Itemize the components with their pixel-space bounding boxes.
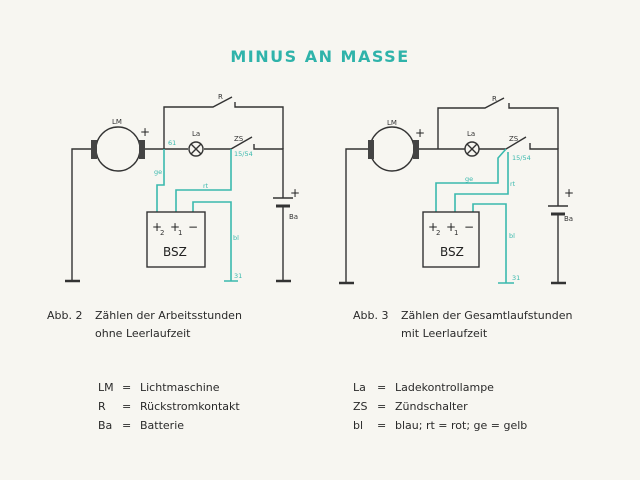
caption-number: Abb. 3 [353, 309, 389, 322]
label-la: La [192, 130, 200, 138]
label-rt: rt [510, 180, 516, 188]
legend-eq: = [377, 400, 387, 413]
terminal-minus: − [188, 220, 198, 234]
label-15-54: 15/54 [512, 154, 531, 162]
terminal-plus1: + [446, 220, 456, 234]
label-r: R [218, 93, 223, 101]
label-bl: bl [233, 234, 239, 242]
legend-eq: = [377, 381, 387, 394]
label-la: La [467, 130, 475, 138]
legend-meaning: Ladekontrollampe [395, 381, 494, 394]
label-bsz: BSZ [440, 245, 464, 259]
legend-abbr: bl [353, 419, 364, 432]
caption-line1: Zählen der Gesamtlaufstunden [401, 309, 573, 322]
page-title: MINUS AN MASSE [230, 47, 410, 66]
label-61: 61 [168, 139, 176, 147]
lamp-la [464, 141, 480, 157]
bsz-box [146, 211, 206, 268]
legend-eq: = [122, 419, 132, 432]
label-plus-lm: + [140, 125, 150, 139]
terminal-plus1: + [170, 220, 180, 234]
legend-abbr: LM [98, 381, 114, 394]
caption-line1: Zählen der Arbeitsstunden [95, 309, 242, 322]
legend-eq: = [122, 381, 132, 394]
label-31: 31 [512, 274, 520, 282]
caption-line2: mit Leerlaufzeit [401, 327, 488, 340]
label-lm: LM [387, 119, 397, 127]
legend-meaning: Rückstromkontakt [140, 400, 240, 413]
legend-meaning: Zündschalter [395, 400, 468, 413]
legend-abbr: R [98, 400, 106, 413]
label-plus-ba: + [564, 186, 574, 200]
caption-number: Abb. 2 [47, 309, 83, 322]
label-zs: ZS [234, 135, 244, 143]
label-ba: Ba [564, 215, 573, 223]
legend-meaning: blau; rt = rot; ge = gelb [395, 419, 528, 432]
terminal-plus2: + [152, 220, 162, 234]
label-plus-lm: + [415, 126, 425, 140]
legend-abbr: Ba [98, 419, 113, 432]
label-15-54: 15/54 [234, 150, 253, 158]
terminal-plus2-sub: 2 [160, 229, 164, 237]
label-lm: LM [112, 118, 122, 126]
label-ge: ge [154, 168, 162, 176]
legend-abbr: La [353, 381, 366, 394]
caption-line2: ohne Leerlaufzeit [95, 327, 191, 340]
terminal-minus: − [464, 220, 474, 234]
legend-meaning: Lichtmaschine [140, 381, 220, 394]
terminal-plus2-sub: 2 [436, 229, 440, 237]
label-31: 31 [234, 272, 242, 280]
label-bsz: BSZ [163, 245, 187, 259]
battery-ba [548, 205, 568, 216]
generator-lm [368, 126, 419, 172]
bsz-box [422, 211, 480, 268]
label-r: R [492, 95, 497, 103]
label-rt: rt [203, 182, 209, 190]
legend-meaning: Batterie [140, 419, 185, 432]
terminal-plus2: + [428, 220, 438, 234]
terminal-plus1-sub: 1 [454, 229, 458, 237]
generator-lm [91, 126, 145, 172]
label-ge: ge [465, 175, 473, 183]
legend-eq: = [377, 419, 387, 432]
label-bl: bl [509, 232, 515, 240]
label-zs: ZS [509, 135, 519, 143]
label-plus-ba: + [290, 186, 300, 200]
battery-ba [273, 197, 293, 208]
colored-wires [156, 149, 238, 282]
colored-wires [435, 148, 514, 284]
lamp-la [188, 141, 204, 157]
label-ba: Ba [289, 213, 298, 221]
legend-abbr: ZS [353, 400, 368, 413]
terminal-plus1-sub: 1 [178, 229, 182, 237]
legend-eq: = [122, 400, 132, 413]
